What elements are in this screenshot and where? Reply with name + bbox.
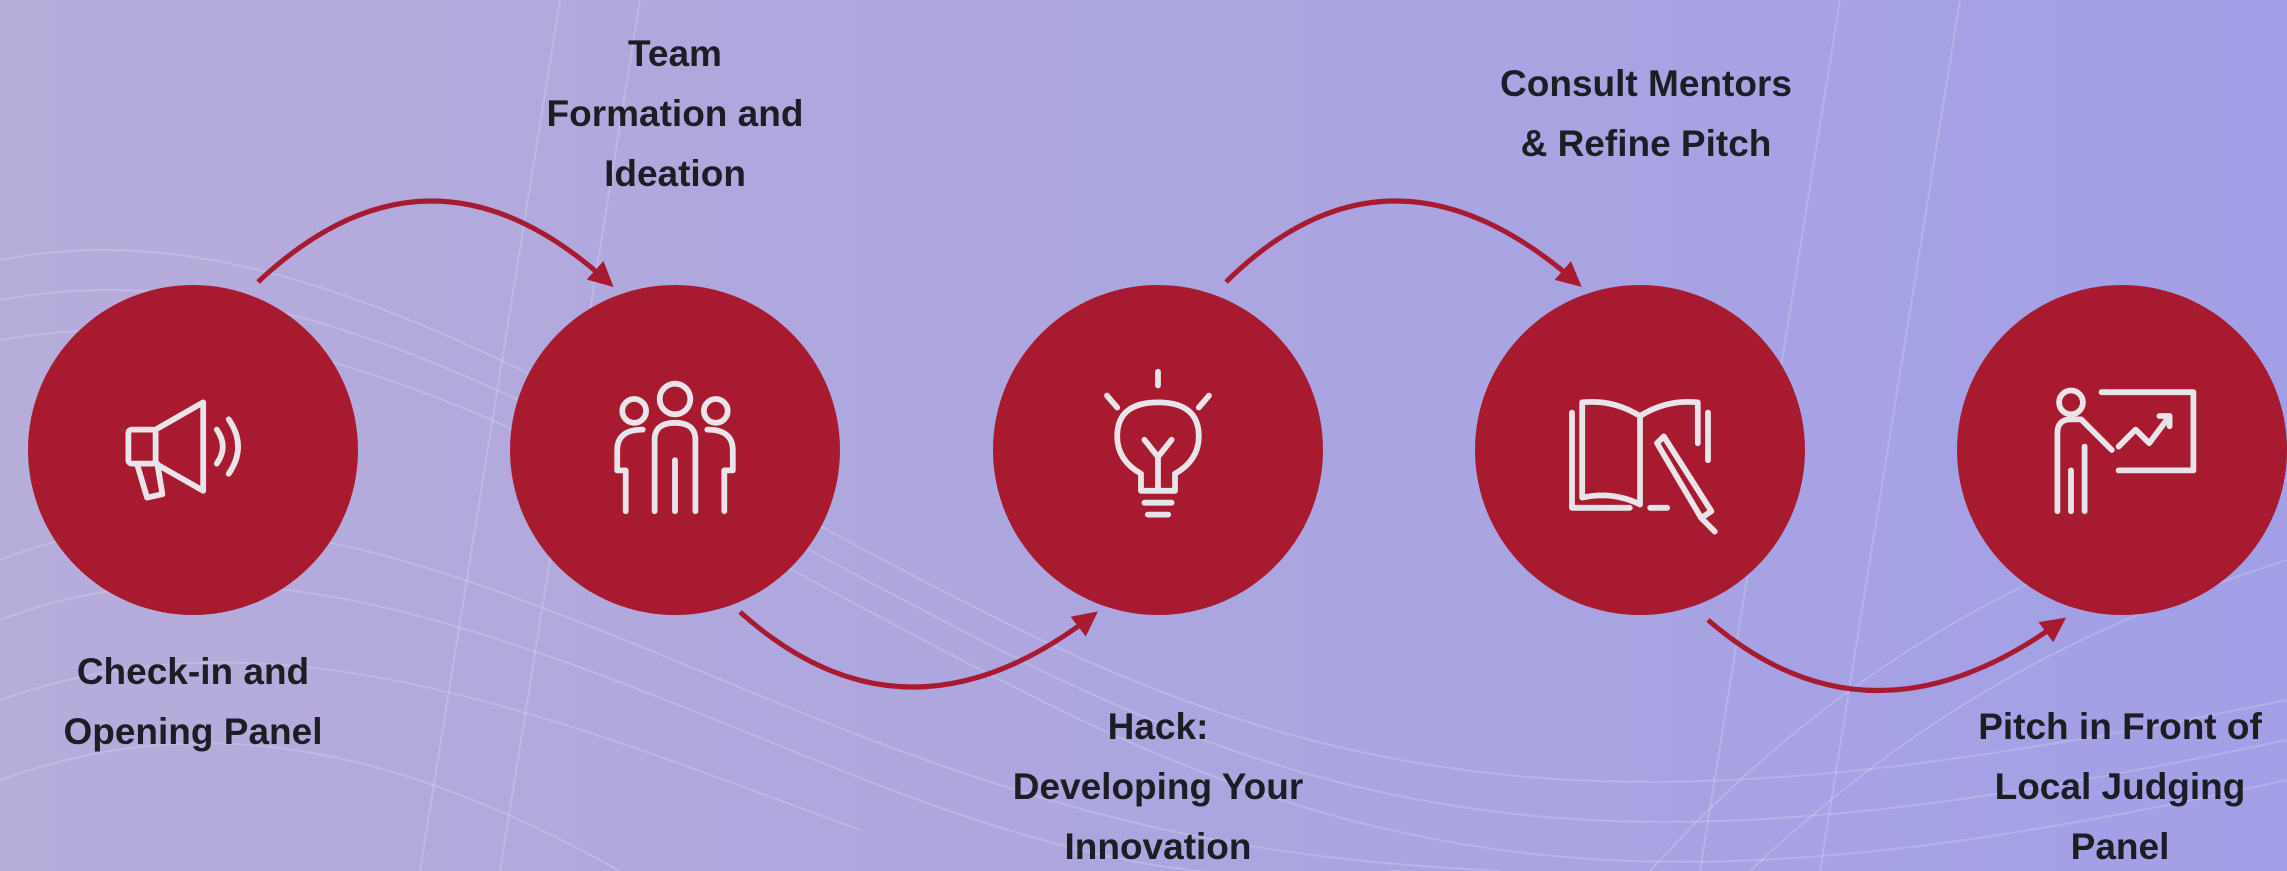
step-3-label: Hack: Developing Your Innovation xyxy=(1012,706,1304,867)
step-5-circle xyxy=(1957,285,2287,615)
arrow-step3-to-step4 xyxy=(1224,198,1582,287)
lightbulb-icon xyxy=(1104,368,1212,518)
arrow-step2-to-step3 xyxy=(738,610,1098,690)
team-icon xyxy=(614,380,736,515)
presentation-icon xyxy=(2054,387,2197,515)
step-4-label: Consult Mentors & Refine Pitch xyxy=(1500,63,1792,164)
arrow-step4-to-step5 xyxy=(1706,617,2067,693)
step-1-label: Check-in and Opening Panel xyxy=(63,651,323,752)
book-pen-icon xyxy=(1569,398,1718,535)
megaphone-icon xyxy=(125,399,241,501)
arrow-step1-to-step2 xyxy=(256,198,614,288)
step-2-circle xyxy=(510,285,840,615)
step-5-label: Pitch in Front of Local Judging Panel xyxy=(1978,706,2262,867)
step-2-label: Team Formation and Ideation xyxy=(546,33,804,194)
step-1-circle xyxy=(28,285,358,615)
step-4-circle xyxy=(1475,285,1805,615)
step-3-circle xyxy=(993,285,1323,615)
